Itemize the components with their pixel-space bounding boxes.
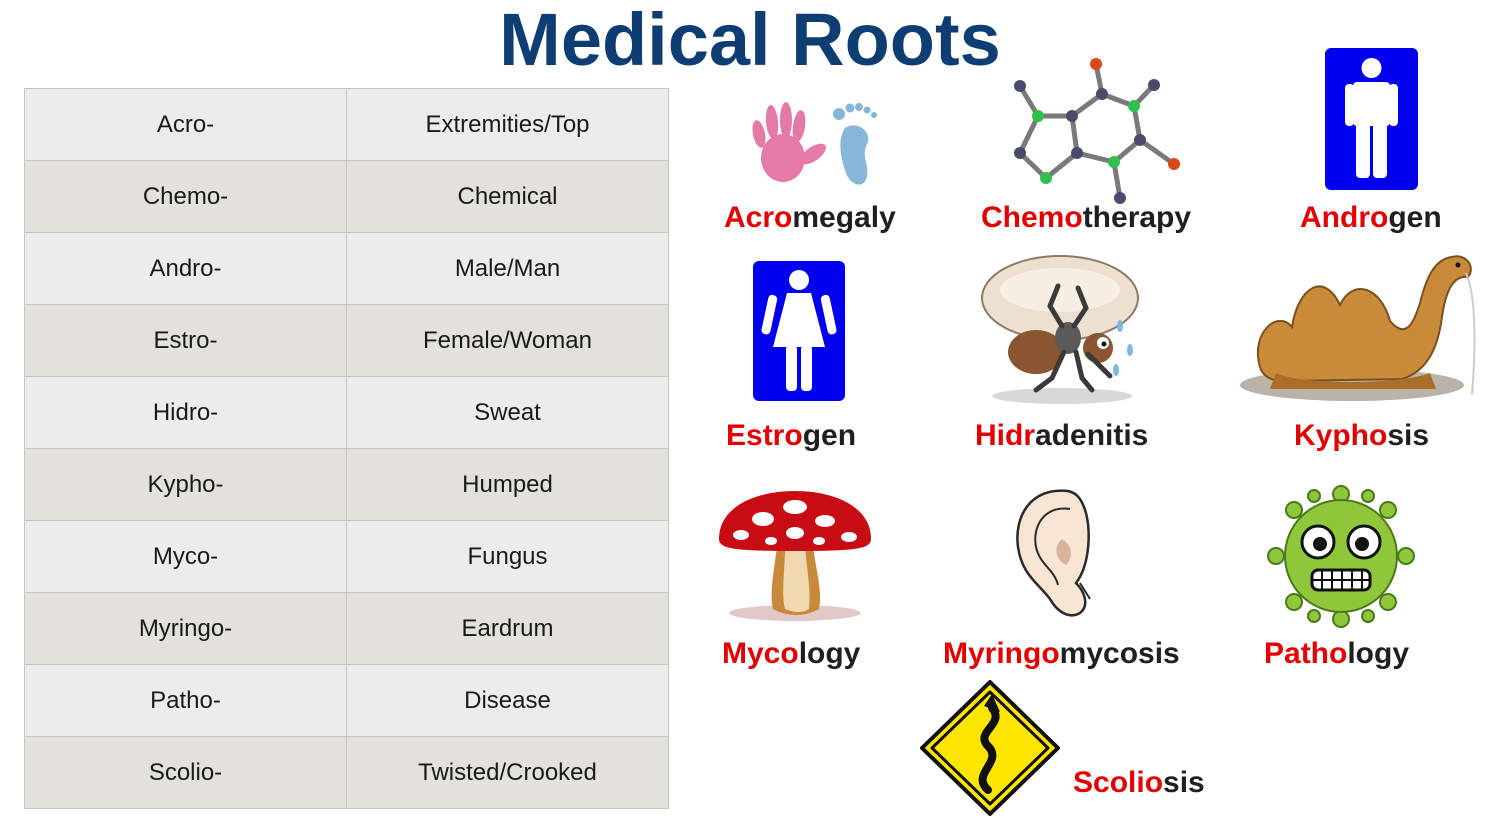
example-word-acromegaly: Acromegaly [724, 201, 896, 234]
sweating-ant-icon [981, 255, 1139, 404]
root-cell: Myco- [24, 520, 347, 593]
meaning-cell: Twisted/Crooked [346, 736, 669, 809]
meaning-cell: Disease [346, 664, 669, 737]
male-sign-icon [1325, 48, 1418, 190]
meaning-cell: Male/Man [346, 232, 669, 305]
winding-road-sign-icon [920, 680, 1060, 816]
root-cell: Chemo- [24, 160, 347, 233]
meaning-cell: Humped [346, 448, 669, 521]
table-row: Scolio-Twisted/Crooked [24, 736, 669, 809]
root-cell: Hidro- [24, 376, 347, 449]
meaning-cell: Female/Woman [346, 304, 669, 377]
hand-foot-prints-icon [752, 102, 877, 185]
example-word-myringomycosis: Myringomycosis [943, 637, 1180, 670]
table-row: Hidro-Sweat [24, 376, 669, 449]
example-word-hidradenitis: Hidradenitis [975, 419, 1149, 452]
example-word-pathology: Pathology [1264, 637, 1410, 670]
meaning-cell: Sweat [346, 376, 669, 449]
example-word-mycology: Mycology [722, 637, 861, 670]
table-row: Andro-Male/Man [24, 232, 669, 305]
table-row: Estro-Female/Woman [24, 304, 669, 377]
table-row: Patho-Disease [24, 664, 669, 737]
molecule-icon [1014, 58, 1180, 204]
root-cell: Estro- [24, 304, 347, 377]
table-row: Myringo-Eardrum [24, 592, 669, 665]
meaning-cell: Chemical [346, 160, 669, 233]
example-word-kyphosis: Kyphosis [1294, 419, 1430, 452]
roots-table: Acro-Extremities/Top Chemo-Chemical Andr… [24, 88, 669, 809]
meaning-cell: Eardrum [346, 592, 669, 665]
root-cell: Patho- [24, 664, 347, 737]
virus-icon [1267, 485, 1415, 628]
example-word-estrogen: Estrogen [726, 419, 857, 452]
example-word-chemotherapy: Chemotherapy [981, 201, 1192, 234]
root-cell: Kypho- [24, 448, 347, 521]
meaning-cell: Extremities/Top [346, 88, 669, 161]
example-word-scoliosis: Scoliosis [1073, 766, 1205, 799]
root-cell: Myringo- [24, 592, 347, 665]
table-row: Myco-Fungus [24, 520, 669, 593]
page-title: Medical Roots [499, 0, 1001, 81]
mushroom-icon [719, 491, 871, 621]
root-cell: Andro- [24, 232, 347, 305]
camel-icon [1240, 255, 1476, 401]
table-row: Acro-Extremities/Top [24, 88, 669, 161]
table-row: Chemo-Chemical [24, 160, 669, 233]
meaning-cell: Fungus [346, 520, 669, 593]
root-cell: Acro- [24, 88, 347, 161]
root-cell: Scolio- [24, 736, 347, 809]
table-row: Kypho-Humped [24, 448, 669, 521]
ear-icon [1016, 489, 1091, 617]
female-sign-icon [753, 261, 845, 401]
example-word-androgen: Androgen [1300, 201, 1442, 234]
